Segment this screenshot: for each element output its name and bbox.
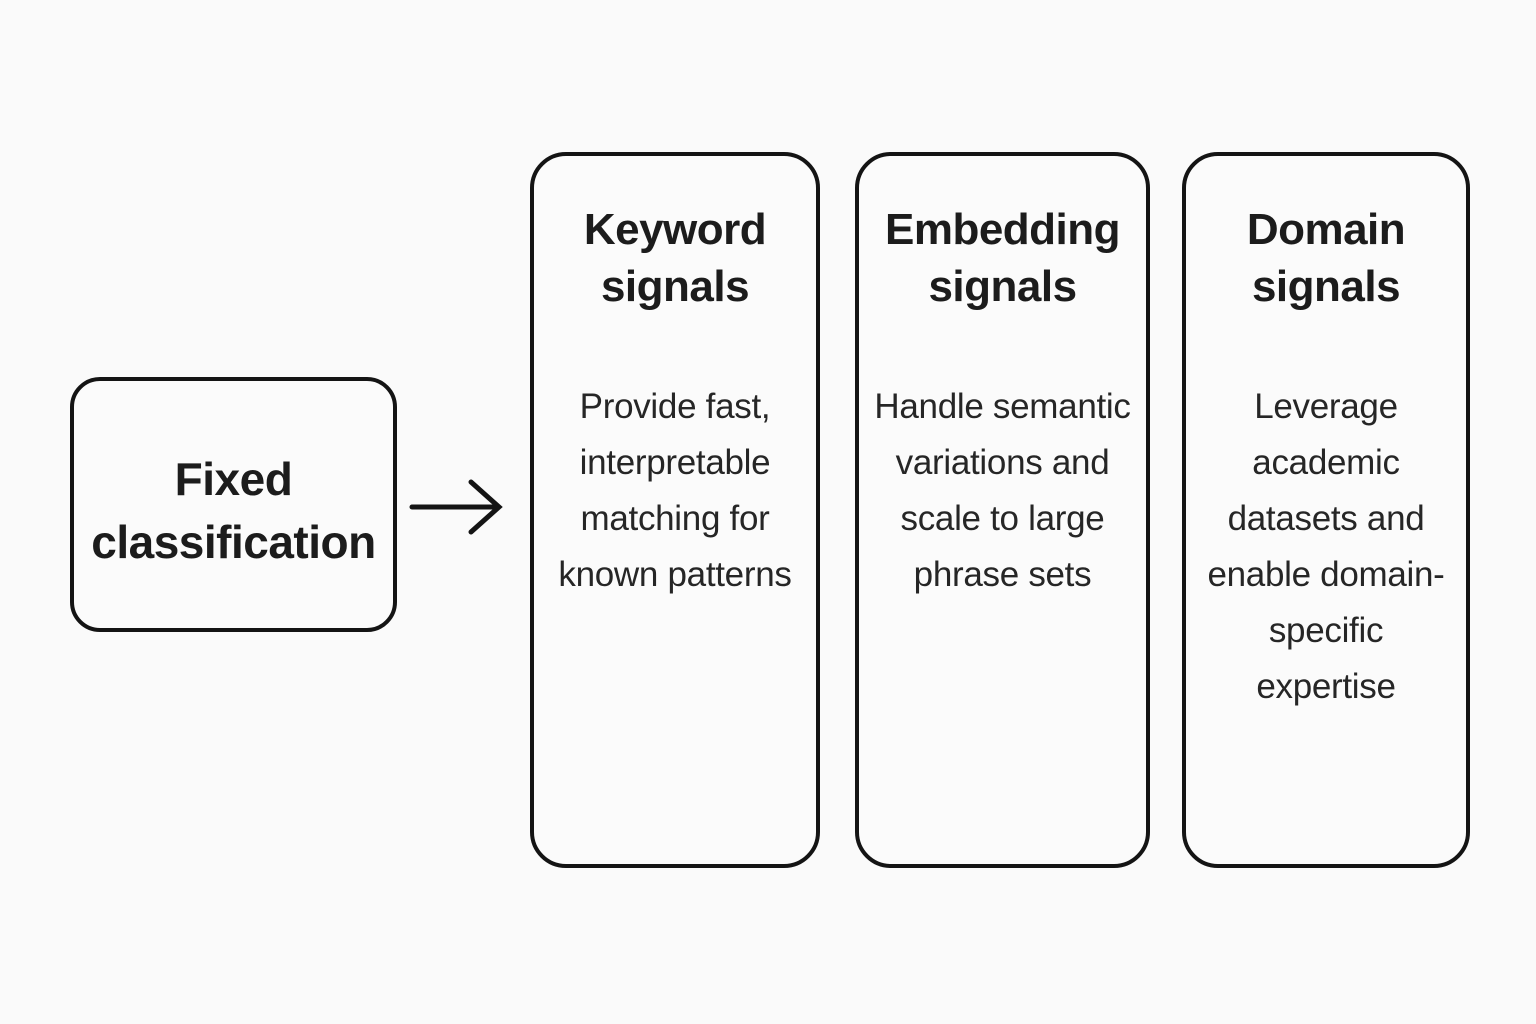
right-arrow-icon: [409, 479, 503, 535]
fixed-classification-label: Fixed classification: [91, 453, 376, 568]
fixed-classification-node: Fixed classification: [70, 377, 397, 632]
keyword-signals-card: Keyword signals Provide fast, interpreta…: [530, 152, 820, 868]
card-description: Handle semantic variations and scale to …: [874, 387, 1131, 595]
card-description: Provide fast, interpretable matching for…: [558, 387, 792, 595]
embedding-signals-card: Embedding signals Handle semantic variat…: [855, 152, 1150, 868]
card-title: Embedding signals: [884, 205, 1121, 312]
card-title: Keyword signals: [583, 205, 767, 312]
card-title: Domain signals: [1246, 205, 1406, 312]
card-description: Leverage academic datasets and enable do…: [1207, 387, 1445, 707]
domain-signals-card: Domain signals Leverage academic dataset…: [1182, 152, 1470, 868]
